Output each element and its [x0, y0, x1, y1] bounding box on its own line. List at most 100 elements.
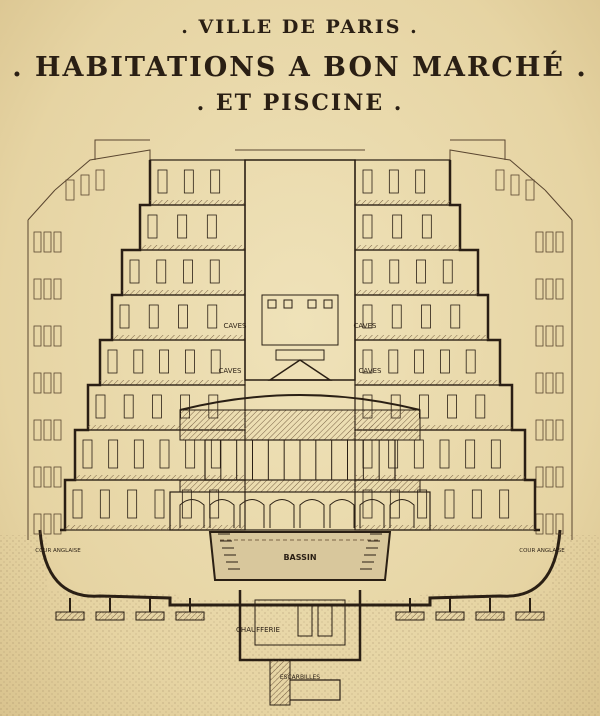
floor-slab [355, 335, 488, 340]
neighbour-window [555, 231, 564, 253]
neighbour-window [33, 278, 42, 300]
window [421, 304, 431, 329]
neighbour-window [555, 278, 564, 300]
window [185, 439, 196, 469]
neighbour-window [53, 231, 62, 253]
neighbour-window [43, 278, 52, 300]
neighbour-window [535, 466, 544, 488]
window [450, 304, 461, 329]
lower-arch [389, 499, 415, 528]
window [362, 439, 373, 469]
window [147, 214, 158, 239]
window [156, 259, 167, 284]
window [389, 259, 400, 284]
window [414, 349, 425, 374]
neighbour-window [43, 466, 52, 488]
window [439, 349, 450, 374]
label-caves-right-lower: CAVES [359, 367, 382, 375]
floor-slab [140, 245, 245, 250]
window [210, 349, 221, 374]
floor-block [149, 159, 246, 206]
title-et-piscine: . ET PISCINE . [196, 90, 404, 116]
neighbour-window [53, 278, 62, 300]
window [157, 169, 168, 194]
footing [175, 611, 205, 621]
stepped-building-right [354, 159, 540, 532]
window [133, 439, 144, 469]
neighbour-window [545, 513, 554, 535]
neighbour-window [33, 419, 42, 441]
floor-slab [355, 245, 460, 250]
window [442, 259, 453, 284]
window [362, 214, 373, 239]
neighbour-window [33, 231, 42, 253]
ground-mass [0, 529, 600, 716]
lower-arch [299, 499, 325, 528]
window [388, 439, 399, 469]
window [184, 349, 195, 374]
neighbour-window [495, 169, 505, 191]
neighbour-window [535, 278, 544, 300]
label-caves-left-upper: CAVES [224, 322, 247, 330]
title-habitations: . HABITATIONS A BON MARCHÉ . [12, 52, 588, 83]
neighbour-window [545, 231, 554, 253]
neighbour-window [53, 325, 62, 347]
window [72, 489, 83, 519]
window [209, 259, 220, 284]
window [362, 489, 373, 519]
window [127, 489, 138, 519]
window [465, 349, 476, 374]
neighbour-window [555, 513, 564, 535]
neighbour-window [33, 466, 42, 488]
window [107, 349, 118, 374]
footing [515, 611, 545, 621]
label-caves-right-upper: CAVES [354, 322, 377, 330]
neighbour-window [53, 419, 62, 441]
neighbour-window [33, 513, 42, 535]
boiler-room [238, 590, 362, 706]
floor-slab [355, 200, 450, 205]
label-chaufferie: CHAUFFERIE [236, 626, 280, 634]
neighbour-window [95, 169, 105, 191]
window [413, 439, 424, 469]
neighbour-window [535, 372, 544, 394]
label-cour-anglaise-left: COUR ANGLAISE [35, 548, 81, 554]
window [119, 304, 130, 329]
window [108, 439, 119, 469]
window [415, 169, 426, 194]
floor-slab [122, 290, 245, 295]
neighbour-window [53, 372, 62, 394]
window [123, 394, 134, 419]
neighbour-window [43, 513, 52, 535]
neighbour-window [33, 372, 42, 394]
floor-slab [355, 425, 512, 430]
neighbour-window [535, 231, 544, 253]
neighbour-window [545, 372, 554, 394]
title-ville-de-paris: . VILLE DE PARIS . [181, 16, 419, 38]
floor-slab [150, 200, 245, 205]
window [82, 439, 93, 469]
window [183, 169, 194, 194]
floor-block [99, 339, 246, 386]
window [210, 439, 221, 469]
neighbour-window [545, 278, 554, 300]
neighbour-window [53, 513, 62, 535]
window [99, 489, 110, 519]
floor-slab [355, 475, 525, 480]
neighbour-window [43, 231, 52, 253]
floor-slab [75, 475, 245, 480]
window [181, 489, 192, 519]
window [499, 489, 510, 519]
neighbour-window [535, 325, 544, 347]
window [95, 394, 106, 419]
neighbour-window [510, 174, 520, 196]
neighbour-window [43, 325, 52, 347]
footing [135, 611, 165, 621]
window [439, 439, 450, 469]
foundation-footings [55, 598, 545, 621]
window [148, 304, 159, 329]
window [159, 439, 170, 469]
floor-slab [100, 380, 245, 385]
